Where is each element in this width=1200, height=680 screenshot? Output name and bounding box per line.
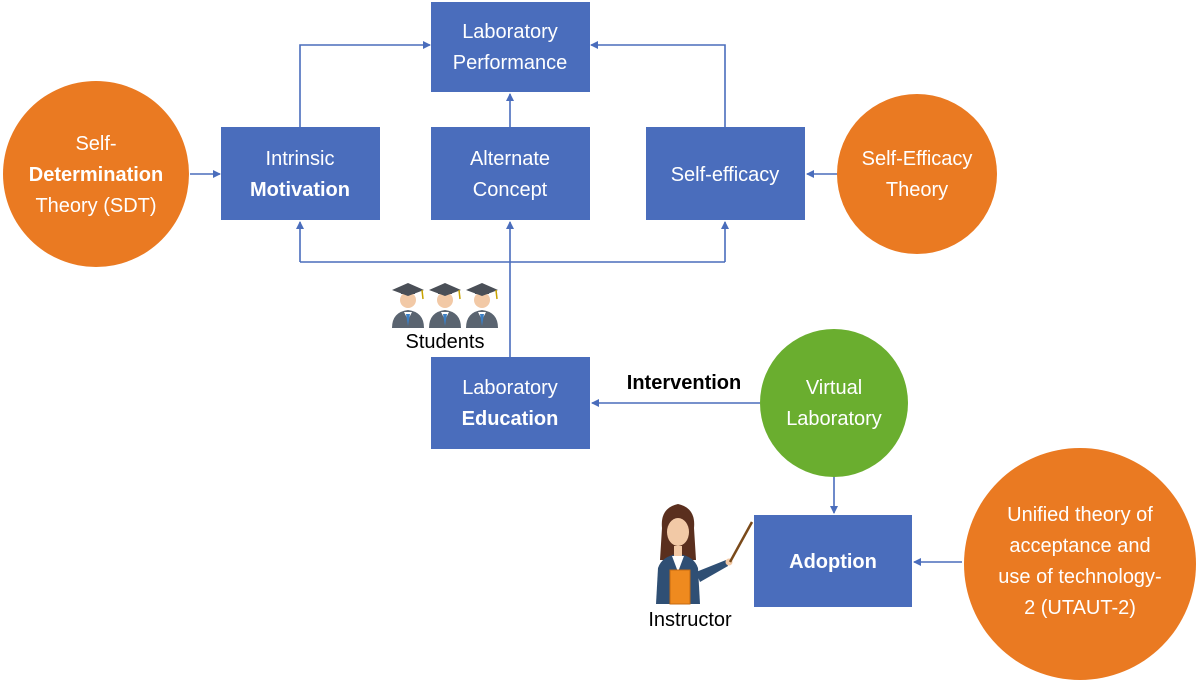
circle-label-line: 2 (UTAUT-2)	[1024, 597, 1136, 619]
box-label-line: Education	[462, 408, 559, 430]
box-laboratory-performance: Laboratory Performance	[431, 2, 590, 92]
box-label-line: Alternate	[470, 148, 550, 170]
circle-label-line: Virtual	[806, 377, 862, 399]
circle-utaut-2: Unified theory of acceptance and use of …	[964, 448, 1196, 680]
circle-label-line: Self-Efficacy	[862, 148, 973, 170]
graduate-students-icon	[392, 283, 498, 328]
box-alternate-concept: Alternate Concept	[431, 127, 590, 220]
box-label-line: Motivation	[250, 179, 350, 201]
circle-label-line: acceptance and	[1009, 535, 1150, 557]
box-label-line: Self-efficacy	[671, 164, 780, 186]
circle-label-line: Self-	[75, 133, 116, 155]
circle-self-efficacy-theory: Self-Efficacy Theory	[837, 94, 997, 254]
edges	[190, 41, 962, 566]
circle-label-line: Determination	[29, 164, 163, 186]
circle-self-determination-theory: Self- Determination Theory (SDT)	[3, 81, 189, 267]
instructor-label: Instructor	[648, 609, 732, 631]
circle-label-line: Theory	[886, 179, 948, 201]
box-laboratory-education: Laboratory Education	[431, 357, 590, 449]
box-adoption: Adoption	[754, 515, 912, 607]
box-intrinsic-motivation: Intrinsic Motivation	[221, 127, 380, 220]
box-label-line: Intrinsic	[266, 148, 335, 170]
students-label: Students	[406, 331, 485, 353]
edge-self-efficacy-to-performance	[590, 41, 726, 127]
circle-label-line: use of technology-	[998, 566, 1161, 588]
box-label-line: Laboratory	[462, 21, 558, 43]
circle-label-line: Theory (SDT)	[35, 195, 156, 217]
box-label-line: Performance	[453, 52, 568, 74]
box-label-line: Adoption	[789, 551, 877, 573]
box-self-efficacy: Self-efficacy	[646, 127, 805, 220]
teacher-with-pointer-icon	[656, 504, 754, 605]
circle-label-line: Laboratory	[786, 408, 882, 430]
circle-virtual-laboratory: Virtual Laboratory	[760, 329, 908, 477]
intervention-label: Intervention	[627, 372, 741, 394]
edge-motivation-to-performance	[299, 41, 431, 127]
circle-label-line: Unified theory of	[1007, 504, 1153, 526]
box-label-line: Concept	[473, 179, 548, 201]
box-label-line: Laboratory	[462, 377, 558, 399]
